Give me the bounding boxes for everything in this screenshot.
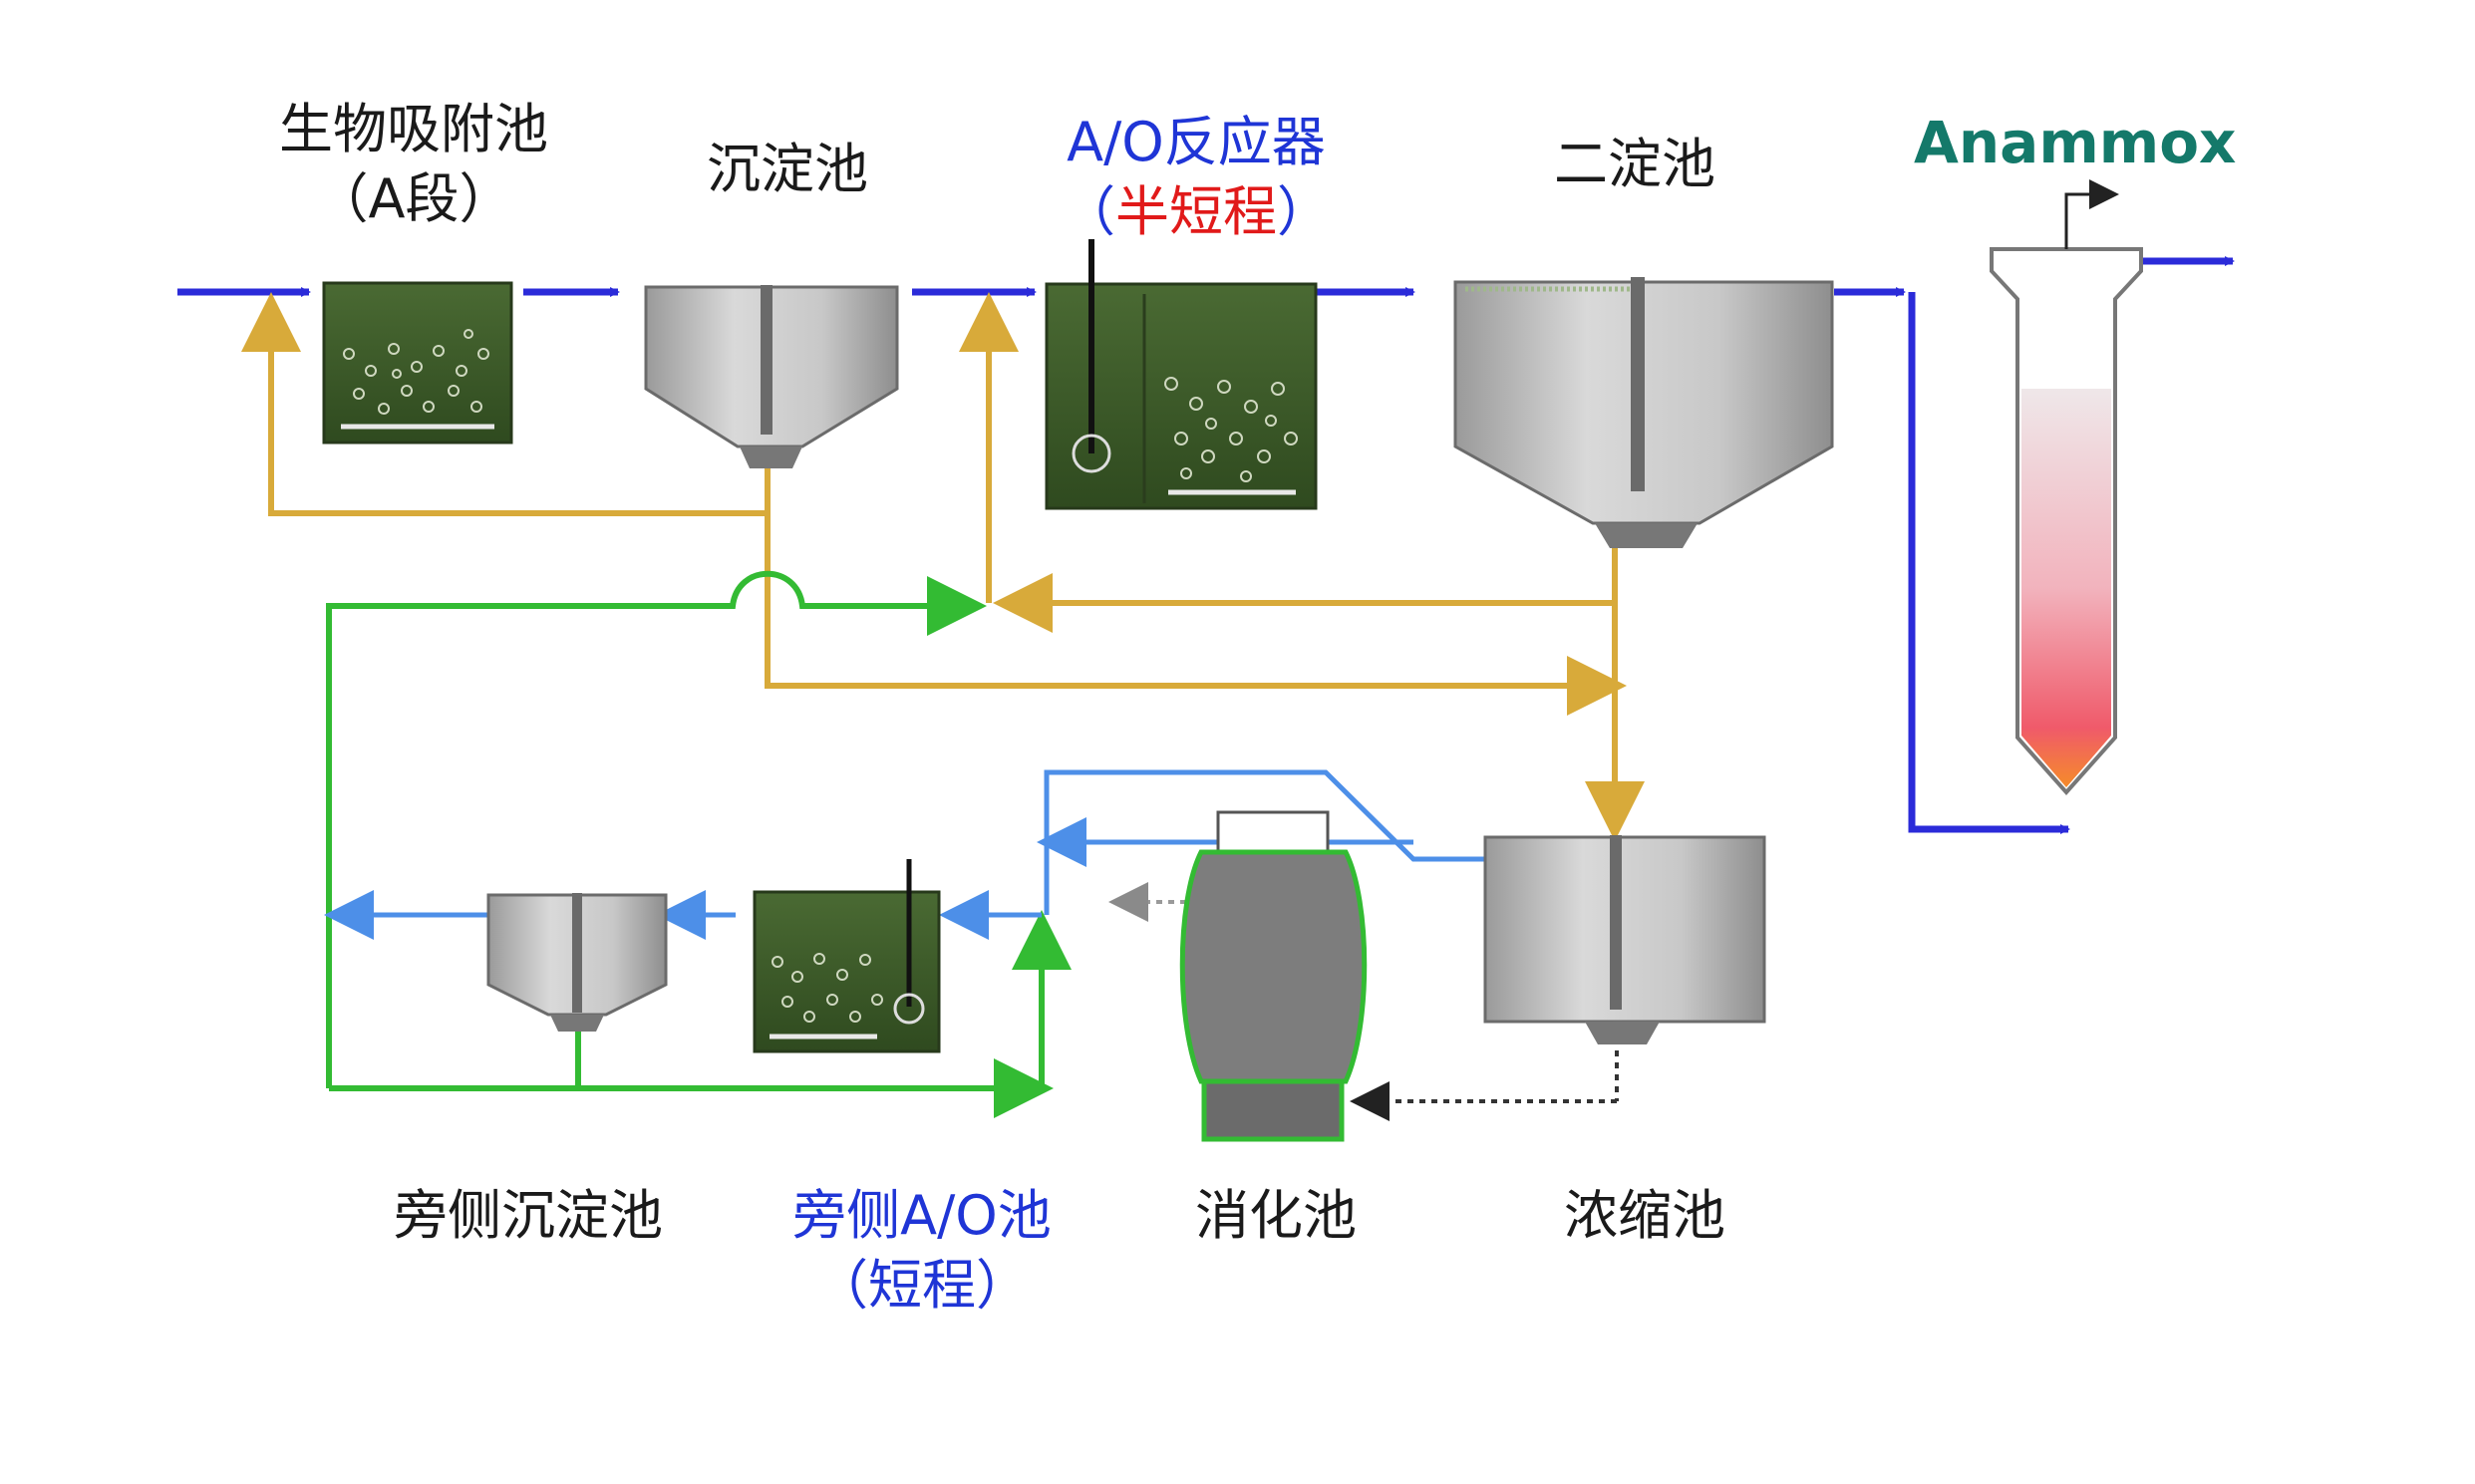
secondary-return-pipe (993, 546, 1618, 633)
gas-outlet-arrow (2064, 179, 2119, 249)
anammox-reactor (1990, 179, 2143, 796)
a-stage-label-line2: （A段） (314, 167, 513, 230)
ao-reactor (1045, 239, 1318, 510)
ao-reactor-label-line1: A/O反应器 (1067, 111, 1326, 173)
a-stage-tank (322, 281, 513, 445)
side-ao-tank (753, 859, 941, 1053)
sludge-return-lines (241, 292, 1645, 841)
secondary-settler-label: 二淀池 (1554, 133, 1715, 195)
side-ao-label: 旁侧A/O池 （短程） (758, 1181, 1086, 1321)
ao-reactor-label: A/O反应器 （半短程） (1027, 108, 1366, 247)
thickener-label: 浓缩池 (1564, 1184, 1725, 1247)
settler-label: 沉淀池 (707, 138, 868, 200)
ao-reactor-mode: 半短程 (1115, 180, 1277, 243)
ao-paren-open: （ (1062, 180, 1115, 243)
side-stream-lines (326, 570, 1072, 1118)
primary-settler (644, 285, 899, 468)
side-settler (486, 893, 668, 1032)
anammox-label: Anammox (1914, 109, 2237, 176)
side-ao-label-line1: 旁侧A/O池 (792, 1184, 1052, 1247)
settler-sludge-pipe (765, 468, 1627, 716)
thickener (1483, 835, 1766, 1044)
to-anammox-pipe (1908, 292, 2070, 834)
a-stage-label: 生物吸附池 （A段） (249, 95, 578, 234)
aeration-bubbles (343, 329, 489, 415)
ao-paren-close: ） (1277, 180, 1331, 243)
mixer-icon (1072, 434, 1111, 473)
side-ao-label-line2: （短程） (814, 1254, 1030, 1317)
side-return-pipe (326, 570, 987, 1088)
digester (1179, 810, 1368, 1142)
secondary-settler (1453, 277, 1834, 548)
side-settler-label: 旁侧沉淀池 (394, 1184, 663, 1247)
ao-reactor-label-line2: （半短程） (1027, 177, 1366, 247)
digester-label: 消化池 (1195, 1184, 1357, 1247)
a-stage-label-line1: 生物吸附池 (279, 98, 548, 160)
